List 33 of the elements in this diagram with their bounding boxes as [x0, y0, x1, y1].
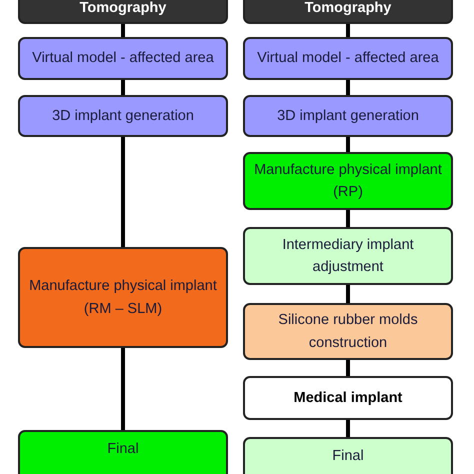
box-label: Manufacture physical implant (RP) [253, 160, 443, 202]
connector-line [346, 420, 350, 437]
connector-line [346, 285, 350, 303]
connector-line [121, 348, 125, 430]
box-label: Manufacture physical implant (RM – SLM) [28, 277, 218, 318]
process-box [243, 37, 453, 80]
box-label: 3D implant generation [52, 106, 194, 126]
process-box [243, 95, 453, 137]
process-box [18, 37, 228, 80]
connector-line [346, 24, 350, 37]
box-label: Intermediary implant adjustment [281, 236, 415, 277]
box-label: 3D implant generation [277, 106, 419, 126]
connector-line [346, 80, 350, 95]
process-box [243, 303, 453, 360]
box-label: Tomography [304, 0, 392, 18]
process-box [243, 152, 453, 210]
connector-line [121, 24, 125, 37]
process-box [243, 227, 453, 285]
box-label: Virtual model - affected area [32, 49, 214, 68]
box-label: Medical implant [294, 388, 402, 408]
connector-line [121, 137, 125, 247]
connector-line [346, 137, 350, 152]
box-label: Silicone rubber molds construction [277, 311, 419, 352]
process-box [243, 376, 453, 420]
connector-line [346, 360, 350, 376]
box-label: Tomography [80, 0, 166, 18]
connector-line [121, 80, 125, 95]
process-box [18, 247, 228, 348]
box-label: Virtual model - affected area [257, 49, 439, 68]
connector-line [346, 210, 350, 227]
box-label: Final [332, 447, 364, 466]
process-box [18, 95, 228, 137]
box-label: Final [107, 440, 139, 459]
